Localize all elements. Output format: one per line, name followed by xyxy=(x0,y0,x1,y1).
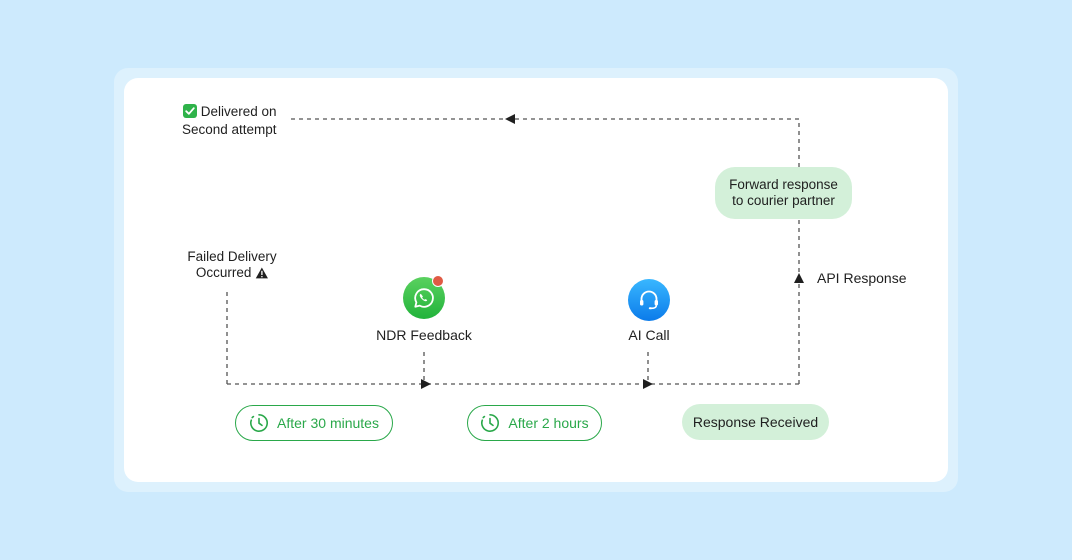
check-box-icon xyxy=(183,104,197,122)
timer-30-minutes: After 30 minutes xyxy=(235,405,393,441)
clock-icon xyxy=(480,413,500,433)
delivered-line1-row: Delivered on xyxy=(182,104,277,122)
forward-response-node: Forward response to courier partner xyxy=(715,167,852,219)
forward-response-line2: to courier partner xyxy=(732,193,835,208)
api-response-label: API Response xyxy=(817,270,907,286)
timer-2h-label: After 2 hours xyxy=(508,415,589,431)
response-received-node: Response Received xyxy=(682,404,829,440)
notification-dot xyxy=(432,275,444,287)
response-received-label: Response Received xyxy=(692,414,819,430)
failed-line1: Failed Delivery xyxy=(187,249,277,264)
clock-icon xyxy=(249,413,269,433)
ndr-feedback-label: NDR Feedback xyxy=(376,327,472,343)
timer-2-hours: After 2 hours xyxy=(467,405,602,441)
failed-line2: Occurred xyxy=(195,265,252,280)
timer-30-label: After 30 minutes xyxy=(277,415,379,431)
delivered-label: Delivered on Second attempt xyxy=(182,104,277,138)
delivered-line2: Second attempt xyxy=(182,122,277,137)
failed-line2-row: Occurred xyxy=(187,265,276,283)
warning-triangle-icon xyxy=(255,267,268,283)
headset-icon xyxy=(628,279,670,321)
failed-delivery-label: Failed Delivery Occurred xyxy=(187,249,276,283)
forward-response-line1: Forward response xyxy=(729,177,838,192)
ai-call-label: AI Call xyxy=(628,327,670,343)
delivered-line1: Delivered on xyxy=(200,104,277,119)
